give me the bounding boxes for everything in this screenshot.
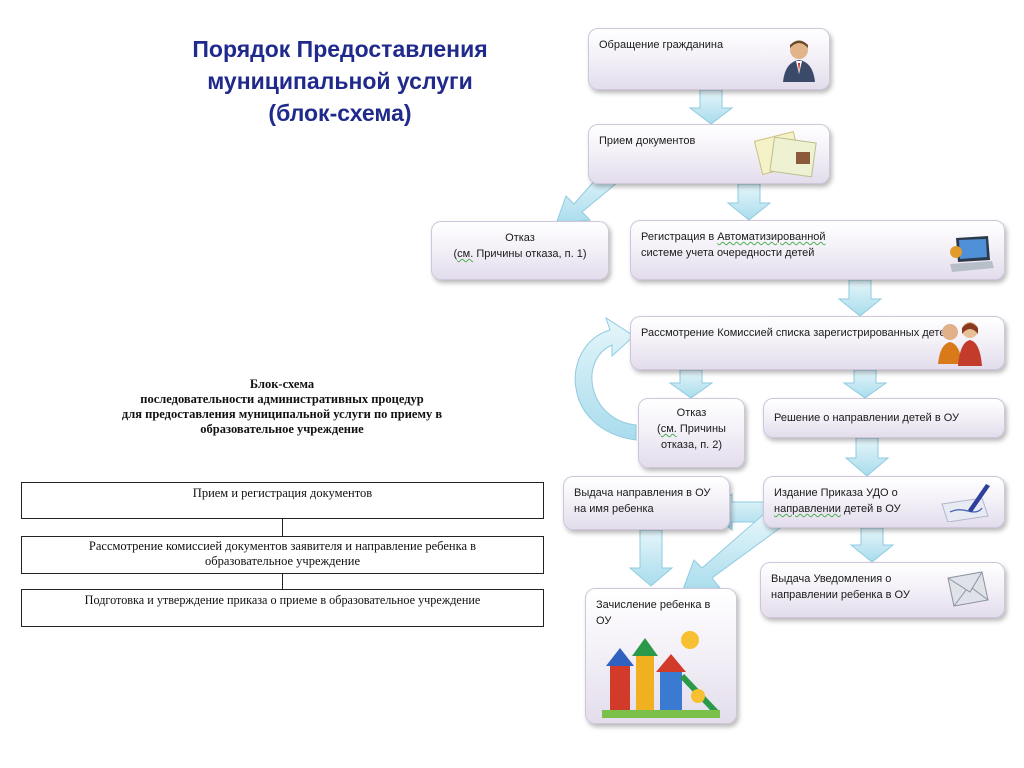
enroll-line1: Зачисление ребенка в (596, 599, 711, 611)
box-receive-label: Прием документов (599, 135, 696, 147)
scheme-caption-line3: для предоставления муниципальной услуги … (121, 407, 443, 421)
scheme-connector-2 (21, 574, 544, 591)
person-icon (783, 40, 815, 82)
scheme-step-2-line2: образовательное учреждение (204, 554, 360, 568)
playground-icon (602, 631, 720, 718)
scheme-step-3-label: Подготовка и утверждение приказа о прием… (84, 593, 481, 607)
arrow-registration-to-commission (837, 279, 883, 317)
issue-line2: на имя ребенка (574, 503, 654, 515)
scheme-step-1: Прием и регистрация документов (21, 482, 544, 519)
box-refusal-2: Отказ (см. Причины отказа, п. 2) (638, 398, 745, 468)
page-title: Порядок Предоставления муниципальной усл… (150, 33, 530, 129)
arrow-appeal-to-receive (688, 89, 734, 125)
issue-line1: Выдача направления в ОУ (574, 487, 711, 499)
scheme-caption-line2: последовательности административных проц… (140, 392, 424, 406)
box-order: Издание Приказа УДО о направлении детей … (763, 476, 1005, 528)
enroll-line2: ОУ (596, 615, 612, 627)
refusal1-line1: Отказ (505, 232, 535, 244)
order-line2: направлении детей в ОУ (774, 503, 901, 515)
registration-line2: системе учета очередности детей (641, 247, 815, 259)
notice-line2: направлении ребенка в ОУ (771, 589, 910, 601)
title-line-1: Порядок Предоставления (192, 36, 488, 62)
people-icon (938, 322, 982, 366)
arrow-decision-to-order (844, 437, 890, 477)
pen-icon (941, 484, 990, 522)
scheme-caption-line1: Блок-схема (249, 377, 315, 391)
documents-icon (753, 131, 817, 178)
title-line-2: муниципальной услуги (207, 68, 473, 94)
arrow-issue-to-enroll (628, 529, 674, 587)
box-issue: Выдача направления в ОУ на имя ребенка (563, 476, 730, 530)
registration-line1: Регистрация в Автоматизированной (641, 231, 826, 243)
scheme-caption-line4: образовательное учреждение (200, 422, 364, 436)
scheme-step-2-line1: Рассмотрение комиссией документов заявит… (88, 539, 477, 553)
refusal1-line2: (см. Причины отказа, п. 1) (453, 248, 587, 260)
order-line1: Издание Приказа УДО о (774, 487, 898, 499)
scheme-step-2: Рассмотрение комиссией документов заявит… (21, 536, 544, 574)
box-registration: Регистрация в Автоматизированной системе… (630, 220, 1005, 280)
envelope-icon (947, 571, 989, 607)
title-line-3: (блок-схема) (268, 100, 412, 126)
box-decision: Решение о направлении детей в ОУ (763, 398, 1005, 438)
refusal2-line1: Отказ (676, 407, 707, 419)
commission-label: Рассмотрение Комиссией списка зарегистри… (641, 327, 952, 339)
scheme-step-1-label: Прием и регистрация документов (192, 486, 373, 500)
refusal2-line2: (см. Причины (657, 423, 726, 435)
arrow-commission-to-decision (842, 369, 888, 399)
arrow-order-to-notice (849, 527, 895, 563)
notice-line1: Выдача Уведомления о (771, 573, 892, 585)
arrow-commission-to-refusal2 (668, 369, 714, 399)
box-refusal-1: Отказ (см. Причины отказа, п. 1) (431, 221, 609, 280)
decision-label: Решение о направлении детей в ОУ (774, 412, 960, 424)
arrow-refusal2-loop (574, 316, 637, 441)
box-appeal-label: Обращение гражданина (599, 39, 724, 51)
arrow-receive-to-registration (726, 183, 772, 221)
scheme-connector-1 (21, 519, 544, 536)
scheme-caption: Блок-схема последовательности администра… (20, 377, 544, 437)
scheme-step-3: Подготовка и утверждение приказа о прием… (21, 589, 544, 627)
refusal2-line3: отказа, п. 2) (660, 439, 723, 451)
laptop-icon (950, 236, 994, 272)
box-commission: Рассмотрение Комиссией списка зарегистри… (630, 316, 1005, 370)
